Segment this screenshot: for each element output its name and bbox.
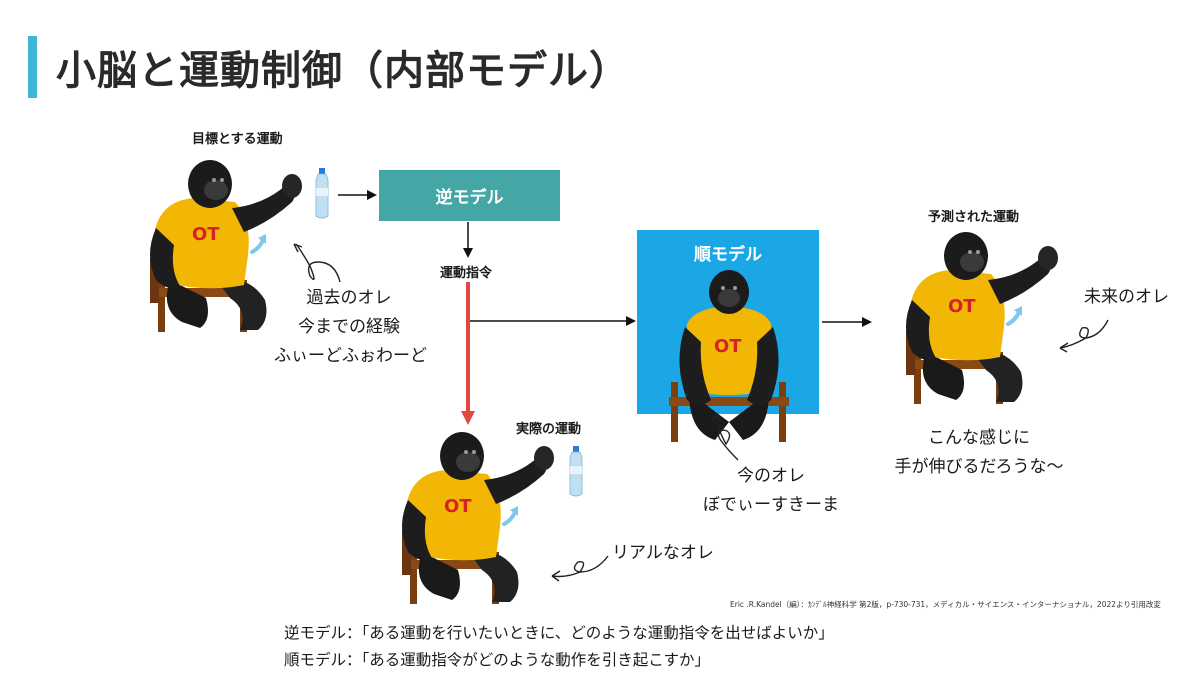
definitions: 逆モデル：「ある運動を行いたいときに、どのような運動指令を出せばよいか」 順モデ… <box>284 620 834 674</box>
gorilla-shirt-text: OT <box>192 224 220 245</box>
page-title: 小脳と運動制御（内部モデル） <box>56 48 630 94</box>
gorilla-sitting-image: OT <box>669 270 789 442</box>
annotation-real: リアルなオレ <box>612 543 714 563</box>
curly-pointer-real <box>551 555 609 578</box>
annotation-past-line-2: 今までの経験 <box>298 317 400 337</box>
curly-pointer-future <box>1059 319 1109 349</box>
annotation-past-line-1: 過去のオレ <box>306 288 392 308</box>
gorilla-shirt-text: OT <box>444 496 472 517</box>
inverse-model-box: 逆モデル <box>379 170 560 221</box>
annotation-now-line-1: 今のオレ <box>737 466 805 486</box>
annotation-now: 今のオレ ぼでぃーすきーま <box>696 462 846 520</box>
reference-citation: Eric .R.Kandel（編）：ｶﾝﾃﾞﾙ神経科学 第2版，p-730-73… <box>730 600 1161 609</box>
gorilla-target-image: OT <box>148 158 304 334</box>
actual-motion-label: 実際の運動 <box>516 422 582 437</box>
curly-pointer-past <box>295 243 341 283</box>
gorilla-actual-image: OT <box>400 430 556 606</box>
motor-command-label: 運動指令 <box>440 266 493 281</box>
annotation-prediction-line-2: 手が伸びるだろうな〜 <box>894 457 1064 477</box>
annotation-past-line-3: ふぃーどふぉわーど <box>274 346 427 366</box>
definition-forward: 順モデル：「ある運動指令がどのような動作を引き起こすか」 <box>284 651 710 669</box>
annotation-prediction-line-1: こんな感じに <box>928 428 1030 448</box>
forward-model-label: 順モデル <box>694 245 762 265</box>
forward-model-box: 順モデル OT <box>637 230 819 442</box>
target-motion-label: 目標とする運動 <box>192 132 283 147</box>
gorilla-shirt-text: OT <box>948 296 976 317</box>
predicted-motion-label: 予測された運動 <box>928 210 1020 225</box>
gorilla-predicted-image: OT <box>904 230 1060 406</box>
annotation-prediction: こんな感じに 手が伸びるだろうな〜 <box>884 424 1074 482</box>
annotation-future: 未来のオレ <box>1084 287 1169 307</box>
definition-inverse: 逆モデル：「ある運動を行いたいときに、どのような運動指令を出せばよいか」 <box>284 624 834 642</box>
annotation-now-line-2: ぼでぃーすきーま <box>703 495 839 515</box>
title-accent-bar <box>28 36 37 98</box>
inverse-model-label: 逆モデル <box>435 188 504 208</box>
annotation-past: 過去のオレ 今までの経験 ふぃーどふぉわーど <box>274 284 427 371</box>
curly-pointer-now <box>715 413 739 461</box>
gorilla-shirt-text: OT <box>714 336 742 357</box>
